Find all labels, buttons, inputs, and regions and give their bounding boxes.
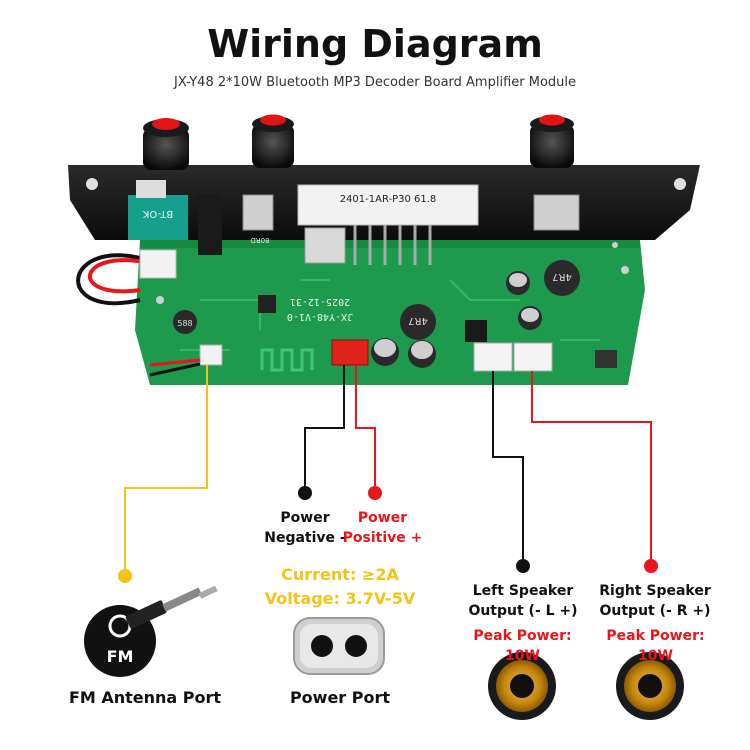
bt-label: BT-OK	[142, 208, 173, 219]
left-speaker-label: Left Speaker Output (- L +)	[468, 583, 578, 619]
pcb-text-model: JX-Y48-V1-0	[287, 311, 353, 322]
capacitor-3	[506, 271, 530, 295]
voltage-label: Voltage: 3.7V-5V	[264, 589, 416, 608]
fm-icon-text: FM	[107, 647, 134, 666]
panel-screw-hole-right	[674, 178, 686, 190]
pcb-text-small: 80RD	[250, 236, 269, 244]
power-negative-line	[304, 365, 345, 490]
panel-screw-hole-left	[86, 178, 98, 190]
pcb-chip-small	[258, 295, 276, 313]
inductor-2: 4R7	[544, 260, 580, 296]
loop-connector	[139, 249, 177, 279]
pcb-jack	[198, 195, 222, 255]
fm-antenna-label: FM Antenna Port	[68, 688, 222, 707]
fm-connector	[199, 344, 223, 366]
knob-right	[530, 114, 574, 168]
capacitor-1	[371, 338, 399, 366]
right-peak-power-label: Peak Power: 10W	[606, 628, 705, 664]
left-speaker-dot	[516, 559, 530, 573]
pcb-amp-chip	[465, 320, 487, 342]
power-negative-dot	[298, 486, 312, 500]
bluetooth-module: BT-OK	[128, 180, 188, 240]
power-negative-label: Power Negative -	[264, 510, 346, 546]
svg-text:4R7: 4R7	[552, 271, 572, 282]
pcb-button-right	[533, 194, 580, 231]
current-label: Current: ≥2A	[281, 565, 399, 584]
panel-connector: 2401-1AR-P30 61.8	[297, 184, 479, 265]
loop-wire-black	[76, 253, 141, 306]
power-connector	[331, 339, 369, 366]
page-subtitle: JX-Y48 2*10W Bluetooth MP3 Decoder Board…	[174, 75, 576, 90]
right-speaker-label: Right Speaker Output (- R +)	[599, 583, 711, 619]
fm-wire-line	[124, 365, 208, 574]
sd-card-slot	[304, 227, 346, 264]
capacitor-2	[408, 340, 436, 368]
pcb-button-left	[242, 194, 274, 231]
inductor-1: 4R7	[400, 304, 436, 340]
power-spec-label: Current: ≥2A Voltage: 3.7V-5V	[255, 563, 425, 611]
left-peak-power-label: Peak Power: 10W	[473, 628, 572, 664]
loop-wire-red	[88, 258, 146, 294]
power-positive-label: Power Positive +	[342, 510, 423, 546]
left-speaker-line	[492, 371, 524, 564]
left-speaker-icon	[488, 652, 556, 720]
capacitor-4	[518, 306, 542, 330]
antenna-trace	[260, 348, 314, 372]
power-port-icon	[293, 617, 385, 675]
knob-middle	[252, 114, 294, 168]
connector-label: 2401-1AR-P30 61.8	[340, 194, 437, 205]
power-port-label: Power Port	[289, 688, 391, 707]
right-speaker-icon	[616, 652, 684, 720]
capacitor-5: 588	[173, 310, 197, 334]
svg-text:4R7: 4R7	[408, 315, 428, 326]
fm-antenna-icon: FM	[84, 585, 218, 677]
right-speaker-line	[531, 371, 652, 564]
fm-wire-dot	[118, 569, 132, 583]
pcb-text-date: 2025-12-31	[290, 296, 350, 307]
pcb-header	[595, 350, 617, 368]
left-speaker-connector	[473, 342, 513, 372]
svg-text:588: 588	[177, 319, 192, 328]
fm-wire-red	[149, 358, 201, 367]
power-positive-dot	[368, 486, 382, 500]
right-speaker-connector	[513, 342, 553, 372]
knob-left	[143, 118, 189, 170]
fm-wire-black	[149, 362, 201, 377]
right-speaker-dot	[644, 559, 658, 573]
page-title: Wiring Diagram	[207, 22, 543, 66]
power-positive-line	[355, 365, 376, 490]
